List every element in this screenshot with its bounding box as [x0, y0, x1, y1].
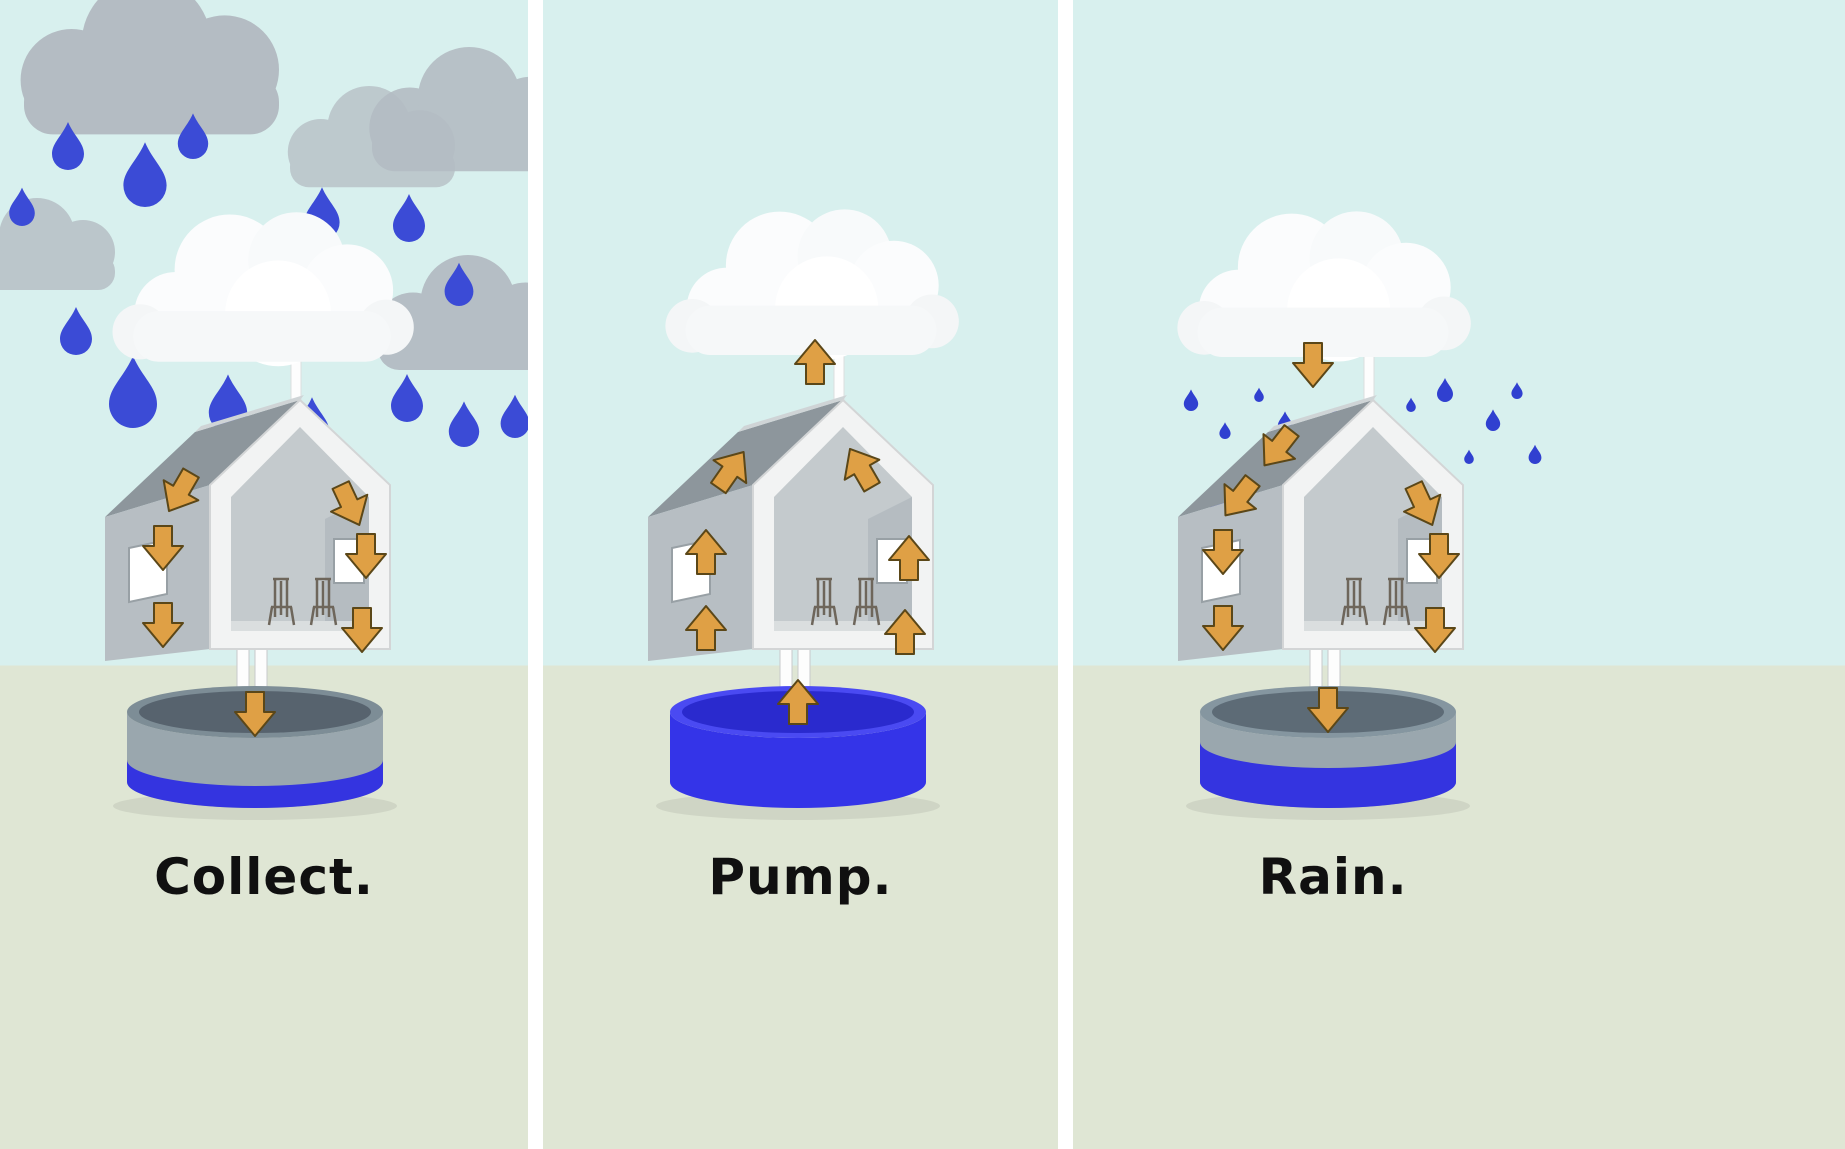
- panel-pump: Pump.: [543, 0, 1058, 1149]
- water-tank-half: [1186, 686, 1470, 820]
- white-cloud-icon: [112, 212, 414, 367]
- panel-label-rain: Rain.: [1258, 847, 1408, 906]
- collect-scene: [0, 0, 528, 820]
- panel-rain: Rain.: [1073, 0, 1845, 1149]
- white-cloud-icon: [665, 209, 959, 360]
- house-illustration: [646, 393, 935, 663]
- panel-collect: Collect.: [0, 0, 528, 1149]
- rain-scene: [1176, 211, 1542, 820]
- panel-label-collect: Collect.: [154, 847, 374, 906]
- panel-label-pump: Pump.: [708, 847, 893, 906]
- white-cloud-icon: [1177, 211, 1471, 362]
- pump-scene: [646, 209, 959, 820]
- house-illustration: [103, 393, 392, 663]
